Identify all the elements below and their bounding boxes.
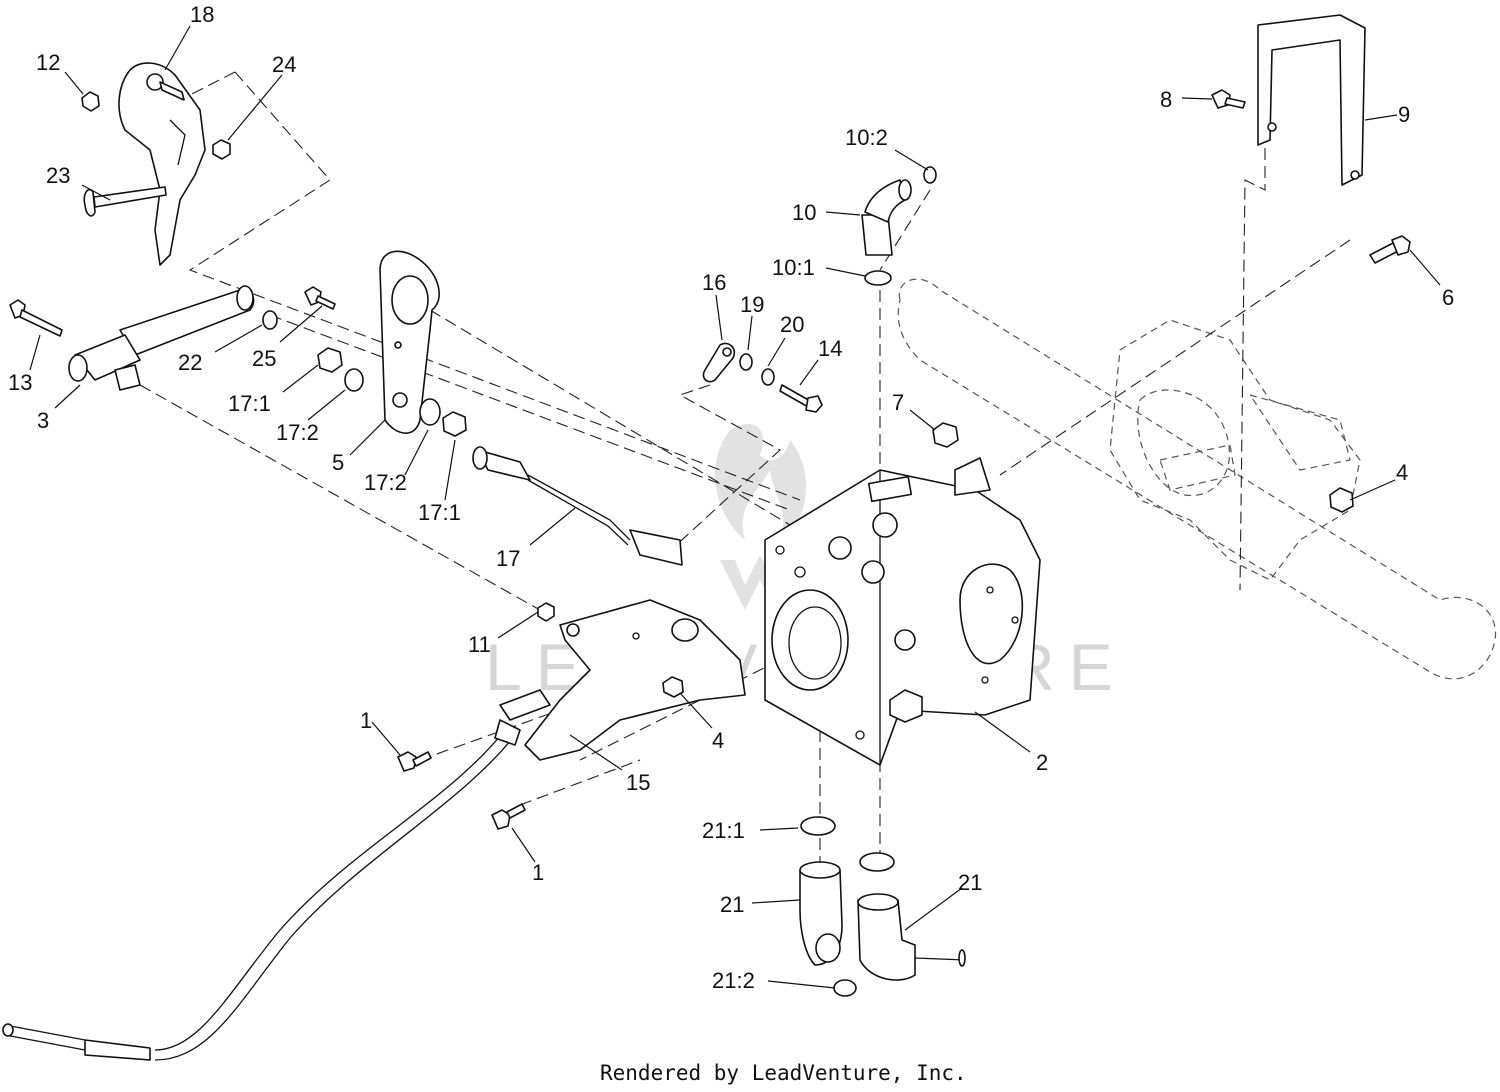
callout-6: 6 [1442,285,1454,310]
bolt-25 [304,286,336,310]
callout-17-2-left: 17:2 [276,420,319,445]
callout-5: 5 [332,450,344,475]
leader-lines [29,25,1441,989]
callout-10: 10 [792,200,816,225]
callout-2: 2 [1036,750,1048,775]
callout-17-1-right: 17:1 [418,500,461,525]
callout-21-right: 21 [958,870,982,895]
callout-12: 12 [36,50,60,75]
callout-9: 9 [1398,102,1410,127]
link-16 [702,342,736,383]
lock-washer-17-2-left [344,368,364,392]
callout-1-upper: 1 [360,708,372,733]
callout-17-1-left: 17:1 [228,391,271,416]
nut-4-right [1329,487,1354,513]
nut-7 [932,422,959,448]
callout-18: 18 [190,2,214,27]
bracket-5 [379,250,440,434]
callout-3: 3 [37,408,49,433]
callout-22: 22 [178,350,202,375]
fitting-10 [861,166,937,286]
callout-19: 19 [740,292,764,317]
callout-25: 25 [252,346,276,371]
bracket-9 [1257,14,1366,186]
lever-assembly-18 [118,62,206,266]
callout-21-2: 21:2 [712,968,755,993]
bolt-23 [83,186,167,217]
bolt-1-upper [397,751,432,772]
cylinder-3 [68,285,255,391]
callout-23: 23 [46,163,70,188]
assembly-lines [139,71,1351,880]
nut-4-left [662,676,684,698]
callout-10-1: 10:1 [772,255,815,280]
callout-13: 13 [8,370,32,395]
bolt-6 [1369,235,1411,264]
nut-17-1-right [442,411,467,437]
lock-washer-17-2-right [419,398,441,426]
fitting-21-left [799,861,857,997]
callout-10-2: 10:2 [845,125,888,150]
callout-1-lower: 1 [532,860,544,885]
callout-17-2-right: 17:2 [364,470,407,495]
callout-4-left: 4 [712,728,724,753]
nut-12 [81,91,100,112]
callout-14: 14 [818,336,842,361]
bolt-13 [9,299,63,337]
callout-21-left: 21 [720,892,744,917]
hydraulic-pump-2 [764,457,1041,766]
callout-24: 24 [272,52,296,77]
callout-7: 7 [892,390,904,415]
washer-19 [739,353,753,371]
nut-24 [212,139,231,160]
rendered-by-footer: Rendered by LeadVenture, Inc. [600,1061,967,1085]
callout-8: 8 [1160,87,1172,112]
callout-11: 11 [468,632,491,657]
callout-16: 16 [702,270,726,295]
washer-20 [761,368,775,386]
callout-21-1: 21:1 [702,818,745,843]
oring-21-right [859,852,895,872]
oring-21-1 [800,816,836,836]
sensor-17 [472,446,683,566]
fitting-21-right [857,893,966,981]
bolt-8 [1211,89,1246,109]
washer-22 [262,310,278,330]
bolt-14 [779,384,823,413]
bracket-15 [499,599,746,761]
callout-labels: 18 12 24 23 13 3 22 25 17:1 17:2 5 17:2 … [8,2,1454,993]
nut-17-1-left [317,347,343,373]
frame-ghost [897,278,1497,680]
callout-4-right: 4 [1396,460,1408,485]
callout-20: 20 [780,312,804,337]
bolt-1-lower [491,803,526,830]
nut-11 [537,602,555,622]
control-cable [2,719,521,1061]
callout-17: 17 [496,546,520,571]
callout-15: 15 [626,770,650,795]
